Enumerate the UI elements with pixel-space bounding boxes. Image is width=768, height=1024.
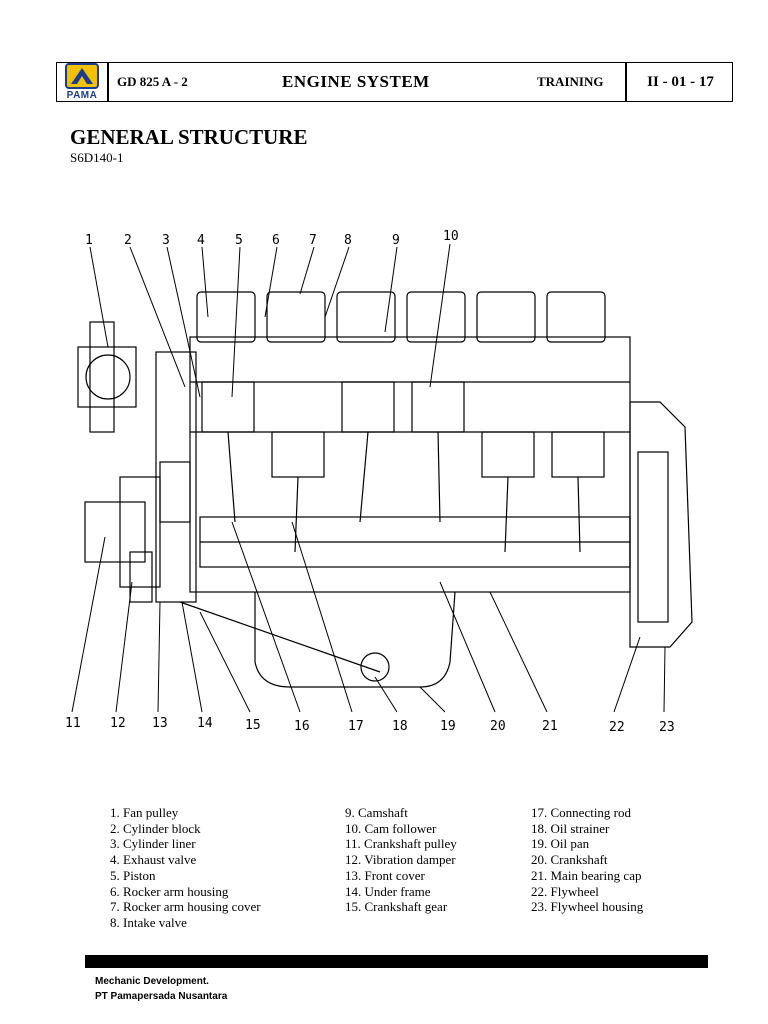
page-subtitle: S6D140-1 bbox=[70, 150, 124, 165]
callout-16: 16 bbox=[294, 719, 310, 734]
fan-pulley-shape bbox=[77, 346, 137, 408]
legend-item: 22. Flywheel bbox=[531, 883, 599, 899]
legend-item: 4. Exhaust valve bbox=[110, 852, 197, 868]
legend-item: 7. Rocker arm housing cover bbox=[110, 899, 261, 915]
footer-line-2: PT Pamapersada Nusantara bbox=[95, 991, 228, 1002]
callout-1: 1 bbox=[85, 233, 93, 248]
legend-item: 21. Main bearing cap bbox=[531, 867, 642, 883]
legend-item: 2. Cylinder block bbox=[110, 820, 201, 836]
callout-4: 4 bbox=[197, 233, 205, 248]
callout-3: 3 bbox=[162, 233, 170, 248]
legend-item: 19. Oil pan bbox=[531, 836, 590, 852]
logo-text: PAMA bbox=[66, 90, 98, 101]
page-number: II - 01 - 17 bbox=[647, 73, 714, 90]
callout-20: 20 bbox=[490, 719, 506, 734]
legend-item: 20. Crankshaft bbox=[531, 852, 608, 868]
legend-item: 8. Intake valve bbox=[110, 914, 187, 930]
footer-line-1: Mechanic Development. bbox=[95, 976, 209, 987]
callout-17: 17 bbox=[348, 719, 364, 734]
callout-10: 10 bbox=[443, 229, 459, 244]
callout-13: 13 bbox=[152, 716, 168, 731]
callout-11: 11 bbox=[65, 716, 81, 731]
legend-item: 11. Crankshaft pulley bbox=[345, 836, 457, 852]
pama-logo-icon bbox=[65, 63, 99, 89]
legend-item: 1. Fan pulley bbox=[110, 805, 179, 820]
legend-item: 6. Rocker arm housing bbox=[110, 883, 229, 899]
page-title: GENERAL STRUCTURE bbox=[70, 125, 308, 149]
pama-logo: PAMA bbox=[57, 63, 107, 101]
document-header: PAMA GD 825 A - 2 ENGINE SYSTEM TRAINING… bbox=[56, 62, 733, 102]
callout-8: 8 bbox=[344, 233, 352, 248]
legend-item: 15. Crankshaft gear bbox=[345, 899, 448, 915]
oil-strainer-shape bbox=[360, 652, 390, 682]
legend-item: 23. Flywheel housing bbox=[531, 899, 644, 915]
section-title: ENGINE SYSTEM bbox=[282, 72, 430, 91]
legend-column-3: 17. Connecting rod 18. Oil strainer 19. … bbox=[531, 805, 643, 915]
callout-9: 9 bbox=[392, 233, 400, 248]
callout-14: 14 bbox=[197, 716, 213, 731]
legend-item: 9. Camshaft bbox=[345, 805, 408, 820]
training-label: TRAINING bbox=[537, 74, 604, 89]
callout-18: 18 bbox=[392, 719, 408, 734]
legend-item: 18. Oil strainer bbox=[531, 820, 610, 836]
model-label: GD 825 A - 2 bbox=[117, 74, 188, 89]
callout-15: 15 bbox=[245, 718, 261, 733]
callout-12: 12 bbox=[110, 716, 126, 731]
callout-5: 5 bbox=[235, 233, 243, 248]
flywheel-housing-shape bbox=[629, 401, 693, 648]
legend-item: 13. Front cover bbox=[345, 867, 425, 883]
legend-column-1: 1. Fan pulley 2. Cylinder block 3. Cylin… bbox=[110, 805, 261, 931]
callout-19: 19 bbox=[440, 719, 456, 734]
legend-item: 14. Under frame bbox=[345, 883, 431, 899]
legend-column-2: 9. Camshaft 10. Cam follower 11. Cranksh… bbox=[345, 805, 457, 915]
legend-item: 5. Piston bbox=[110, 867, 156, 883]
footer-divider bbox=[85, 955, 708, 968]
legend-item: 12. Vibration damper bbox=[345, 852, 456, 868]
callout-7: 7 bbox=[309, 233, 317, 248]
legend-item: 3. Cylinder liner bbox=[110, 836, 196, 852]
callout-22: 22 bbox=[609, 720, 625, 735]
legend-item: 17. Connecting rod bbox=[531, 805, 632, 820]
cylinder-block-shape bbox=[189, 336, 631, 593]
engine-cross-section-diagram: 1 2 3 4 5 6 7 8 9 10 11 12 13 14 15 16 1… bbox=[65, 229, 693, 735]
callout-2: 2 bbox=[124, 233, 132, 248]
callout-23: 23 bbox=[659, 720, 675, 735]
callout-21: 21 bbox=[542, 719, 558, 734]
legend-item: 10. Cam follower bbox=[345, 820, 437, 836]
callout-6: 6 bbox=[272, 233, 280, 248]
